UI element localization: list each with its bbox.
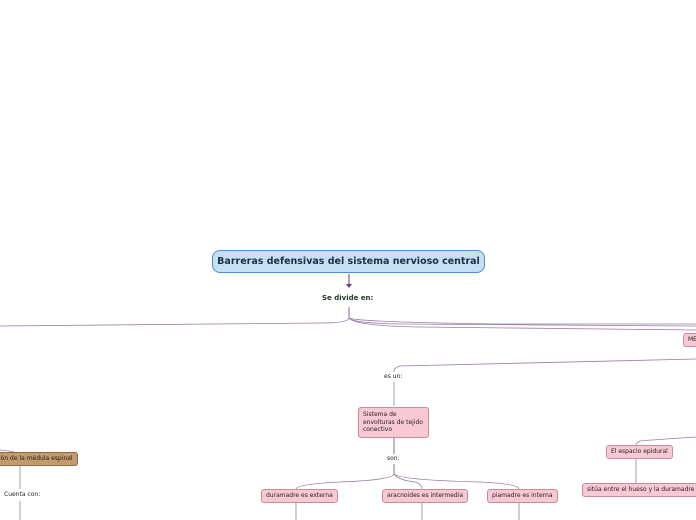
son-label: son: bbox=[387, 455, 400, 462]
definition-node[interactable]: Sistema de envolturas de tejido conectiv… bbox=[358, 407, 429, 438]
es-un-label: es un: bbox=[384, 373, 403, 380]
duramadre-node[interactable]: duramadre es externa bbox=[261, 489, 338, 503]
aracnoides-node[interactable]: aracnoides es intermedia bbox=[382, 489, 469, 503]
divides-label: Se divide en: bbox=[322, 294, 374, 302]
right-branch-node[interactable]: ME bbox=[683, 333, 696, 347]
left-branch-node[interactable]: ión de la médula espinal bbox=[0, 452, 78, 466]
piamadre-node[interactable]: piamadre es interna bbox=[487, 489, 558, 503]
root-topic[interactable]: Barreras defensivas del sistema nervioso… bbox=[212, 250, 485, 273]
epidural-detail-node[interactable]: sitúa entre el hueso y la duramadre bbox=[582, 483, 696, 497]
cuenta-con-label: Cuenta con: bbox=[4, 491, 41, 498]
espacio-epidural-node[interactable]: El espacio epidural bbox=[606, 445, 673, 459]
